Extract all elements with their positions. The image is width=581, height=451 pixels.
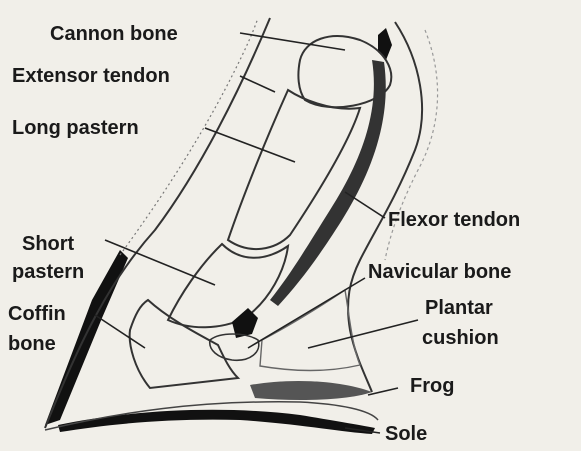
label-frog: Frog [410, 375, 454, 397]
label-plantar-cushion-line1: Plantar [425, 297, 493, 319]
leader-long-pastern [205, 128, 295, 162]
label-navicular-bone: Navicular bone [368, 261, 511, 283]
label-extensor-tendon: Extensor tendon [12, 65, 170, 87]
coffin-bone-shape [130, 300, 238, 388]
label-coffin-bone-line2: bone [8, 333, 56, 355]
skin-outline-front [120, 18, 258, 255]
sole-shape [58, 410, 375, 434]
label-short-pastern-line1: Short [22, 233, 75, 255]
tendon-top-dark [378, 28, 392, 60]
frog-shape [250, 381, 372, 400]
label-long-pastern: Long pastern [12, 117, 139, 139]
label-flexor-tendon: Flexor tendon [388, 209, 520, 231]
long-pastern-shape [228, 90, 360, 249]
label-coffin-bone-line1: Coffin [8, 303, 66, 325]
leader-extensor-tendon [240, 76, 275, 92]
label-short-pastern-line2: pastern [12, 261, 84, 283]
coffin-joint [210, 334, 259, 360]
label-plantar-cushion-line2: cushion [422, 327, 499, 349]
leader-flexor-tendon [345, 192, 385, 218]
leader-plantar-cushion [308, 320, 418, 348]
short-pastern-shape [168, 244, 288, 327]
leader-coffin-bone [95, 315, 145, 348]
leader-cannon-bone [240, 33, 345, 50]
leader-lines [95, 33, 418, 433]
label-sole: Sole [385, 423, 427, 445]
label-cannon-bone: Cannon bone [50, 23, 178, 45]
